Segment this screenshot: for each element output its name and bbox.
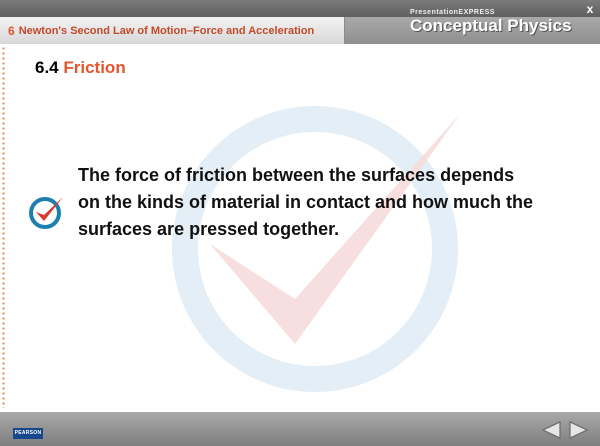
pearson-logo: PEARSON (13, 428, 43, 439)
footer-bar: PEARSON (0, 412, 600, 446)
header-top-strip (0, 0, 600, 17)
section-name: Friction (63, 58, 126, 77)
watermark-check-icon (172, 106, 460, 392)
prev-arrow-icon[interactable] (540, 420, 564, 440)
check-icon (29, 197, 63, 229)
header-bar: 6 Newton's Second Law of Motion–Force an… (0, 0, 600, 44)
section-title: 6.4 Friction (35, 58, 126, 78)
next-arrow-icon[interactable] (566, 420, 590, 440)
bullet-text: The force of friction between the surfac… (78, 165, 534, 239)
brand-logo: PresentationEXPRESS Conceptual Physics (400, 0, 590, 44)
chapter-tab: 6 Newton's Second Law of Motion–Force an… (0, 17, 345, 44)
close-icon[interactable]: x (586, 2, 594, 16)
brand-presentation-express: PresentationEXPRESS (410, 9, 495, 16)
chapter-number: 6 (8, 23, 15, 38)
section-number: 6.4 (35, 58, 59, 77)
chapter-title: Newton's Second Law of Motion–Force and … (18, 24, 315, 37)
dotted-left-border (2, 46, 5, 408)
brand-conceptual-physics: Conceptual Physics (410, 16, 572, 35)
